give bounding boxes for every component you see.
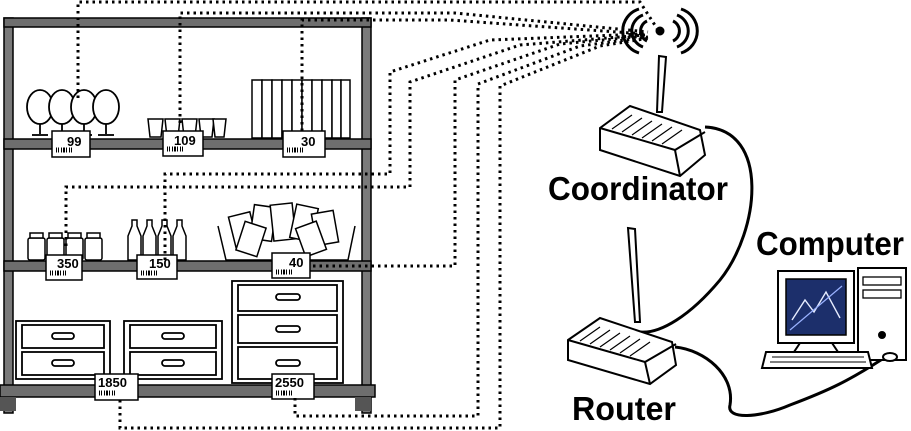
price-tag-cabinet-right: 2550 (272, 374, 314, 399)
computer-label: Computer (756, 225, 904, 262)
wireless-signal-icon (623, 9, 698, 53)
price-tag-label: 2550 (275, 375, 304, 390)
price-tag-label: 1850 (98, 375, 127, 390)
bottles (128, 220, 186, 260)
wine-glasses (27, 90, 119, 135)
router-label: Router (572, 390, 676, 427)
bags-basket (218, 203, 355, 260)
price-tag-bottles: 150 (137, 255, 177, 279)
price-tag-bags: 40 (272, 253, 310, 278)
computer-device (762, 268, 906, 368)
price-tag-cups: 109 (163, 131, 203, 156)
price-tag-books: 30 (283, 131, 325, 157)
price-tag-label: 350 (57, 256, 79, 271)
price-tag-cabinets-left: 1850 (95, 374, 138, 400)
coordinator-label: Coordinator (548, 170, 728, 207)
price-tag-label: 109 (174, 133, 196, 148)
router-device (568, 228, 676, 384)
price-tag-label: 150 (149, 256, 171, 271)
coordinator-device (600, 56, 705, 176)
price-tag-wine-glasses: 99 (52, 131, 90, 157)
price-tag-label: 30 (301, 134, 315, 149)
price-tag-label: 99 (67, 134, 81, 149)
price-tag-label: 40 (289, 255, 303, 270)
price-tag-jars: 350 (46, 255, 82, 280)
cabinet-right (232, 281, 343, 383)
cabinets-left (16, 321, 222, 379)
